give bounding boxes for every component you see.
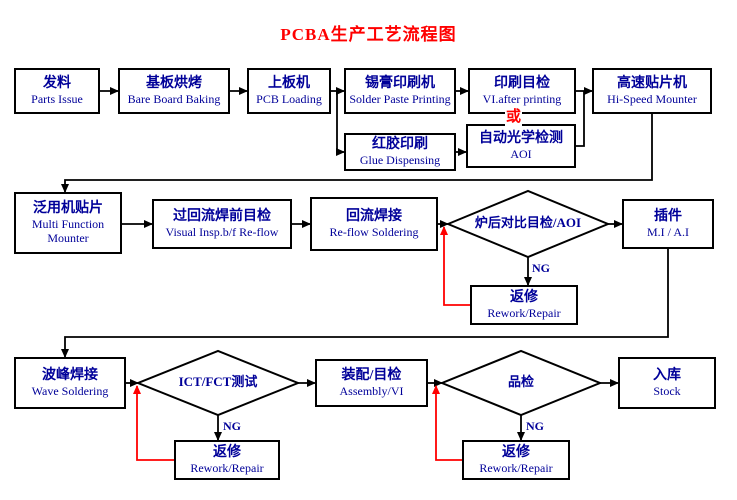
decision-post-furnace-aoi-label: 炉后对比目检/AOI	[474, 215, 582, 230]
node-stock: 入库 Stock	[618, 357, 716, 409]
node-visual-inspection-zh: 过回流焊前目检	[173, 208, 271, 224]
node-rework-quality-zh: 返修	[502, 444, 530, 460]
node-assembly-vi-zh: 装配/目检	[341, 367, 402, 383]
node-reflow-soldering-en: Re-flow Soldering	[329, 225, 419, 240]
node-mi-ai: 插件 M.I / A.I	[622, 199, 714, 249]
node-hi-speed-mounter-zh: 高速贴片机	[617, 75, 687, 91]
node-glue-dispensing-en: Glue Dispensing	[359, 153, 441, 168]
node-rework-quality: 返修 Rework/Repair	[462, 440, 570, 480]
node-stock-zh: 入库	[653, 367, 681, 383]
decision-diamond-quality-check	[439, 349, 603, 417]
decision-quality-check-label: 品检	[507, 374, 534, 389]
node-aoi: 自动光学检测 AOI	[466, 124, 576, 168]
decision-diamond-post-furnace-aoi	[445, 189, 611, 259]
node-solder-paste-printing-zh: 锡膏印刷机	[365, 75, 435, 91]
rework-feedback-lines	[133, 226, 470, 461]
node-wave-soldering: 波峰焊接 Wave Soldering	[14, 357, 126, 409]
node-multi-function-mounter-zh: 泛用机贴片	[33, 200, 103, 216]
node-glue-dispensing-zh: 红胶印刷	[372, 136, 428, 152]
node-vi-after-printing-zh: 印刷目检	[494, 75, 550, 91]
node-bare-board-baking-zh: 基板烘烤	[146, 75, 202, 91]
node-glue-dispensing: 红胶印刷 Glue Dispensing	[344, 133, 456, 171]
node-vi-after-printing-en: VI.after printing	[482, 92, 562, 107]
ng-label-ict: NG	[223, 419, 241, 433]
node-rework-reflow: 返修 Rework/Repair	[470, 285, 578, 325]
node-multi-function-mounter-en: Multi Function Mounter	[31, 217, 105, 246]
node-parts-issue-en: Parts Issue	[31, 92, 83, 107]
node-rework-ict-zh: 返修	[213, 444, 241, 460]
node-bare-board-baking-en: Bare Board Baking	[127, 92, 221, 107]
node-pcb-loading-zh: 上板机	[268, 75, 310, 91]
node-reflow-soldering: 回流焊接 Re-flow Soldering	[310, 197, 438, 251]
node-hi-speed-mounter-en: Hi-Speed Mounter	[607, 92, 697, 107]
node-visual-inspection: 过回流焊前目检 Visual Insp.b/f Re-flow	[152, 199, 292, 249]
node-solder-paste-printing-en: Solder Paste Printing	[349, 92, 451, 107]
main-flow-lines	[61, 87, 669, 441]
decision-diamond-ict-fct	[135, 349, 301, 417]
node-vi-after-printing: 印刷目检 VI.after printing	[468, 68, 576, 114]
node-rework-quality-en: Rework/Repair	[479, 461, 553, 476]
node-visual-inspection-en: Visual Insp.b/f Re-flow	[165, 225, 279, 240]
node-pcb-loading-en: PCB Loading	[256, 92, 322, 107]
node-aoi-en: AOI	[510, 147, 532, 162]
ng-label-post-furnace: NG	[532, 261, 550, 275]
node-parts-issue: 发料 Parts Issue	[14, 68, 100, 114]
node-mi-ai-en: M.I / A.I	[647, 225, 689, 240]
node-pcb-loading: 上板机 PCB Loading	[247, 68, 331, 114]
node-parts-issue-zh: 发料	[43, 75, 71, 91]
ng-label-quality: NG	[526, 419, 544, 433]
flowchart-title: PCBA生产工艺流程图	[280, 25, 457, 44]
node-solder-paste-printing: 锡膏印刷机 Solder Paste Printing	[344, 68, 456, 114]
node-reflow-soldering-zh: 回流焊接	[346, 208, 402, 224]
node-rework-reflow-en: Rework/Repair	[487, 306, 561, 321]
node-wave-soldering-en: Wave Soldering	[31, 384, 109, 399]
node-assembly-vi: 装配/目检 Assembly/VI	[315, 359, 428, 407]
decision-ict-fct-label: ICT/FCT测试	[178, 374, 258, 389]
node-rework-reflow-zh: 返修	[510, 289, 538, 305]
node-aoi-zh: 自动光学检测	[479, 130, 563, 146]
node-stock-en: Stock	[653, 384, 681, 399]
node-wave-soldering-zh: 波峰焊接	[42, 367, 98, 383]
node-rework-ict-en: Rework/Repair	[190, 461, 264, 476]
node-assembly-vi-en: Assembly/VI	[339, 384, 404, 399]
node-multi-function-mounter: 泛用机贴片 Multi Function Mounter	[14, 192, 122, 254]
or-label: 或	[505, 105, 523, 126]
node-rework-ict: 返修 Rework/Repair	[174, 440, 280, 480]
node-hi-speed-mounter: 高速贴片机 Hi-Speed Mounter	[592, 68, 712, 114]
node-mi-ai-zh: 插件	[654, 208, 682, 224]
decision-diamonds	[135, 189, 611, 417]
node-bare-board-baking: 基板烘烤 Bare Board Baking	[118, 68, 230, 114]
